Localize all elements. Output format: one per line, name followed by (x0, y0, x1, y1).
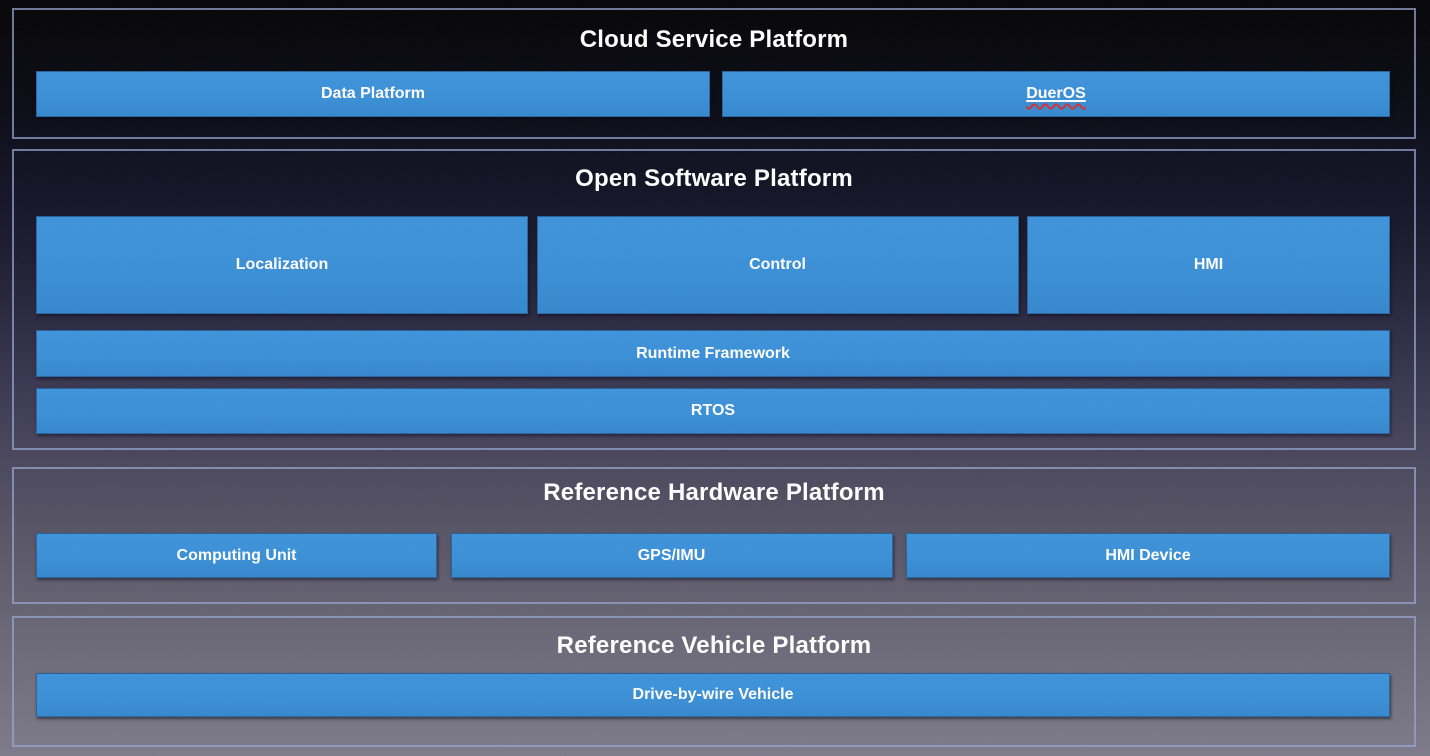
block-runtime-framework: Runtime Framework (36, 330, 1390, 377)
block-label-computing-unit: Computing Unit (176, 546, 297, 564)
block-label-data-platform: Data Platform (320, 85, 426, 102)
block-gps-imu: GPS/IMU (450, 533, 893, 578)
block-drive-by-wire-vehicle: Drive-by-wire Vehicle (36, 673, 1390, 717)
block-localization: Localization (36, 216, 528, 314)
block-hmi: HMI (1027, 216, 1390, 314)
block-label-dueros: DuerOS (1026, 85, 1086, 102)
block-hmi-device: HMI Device (906, 533, 1390, 578)
block-label-hmi: HMI (1193, 256, 1224, 273)
section-reference-hardware-platform: Reference Hardware Platform Computing Un… (12, 467, 1416, 604)
section-title-vehicle: Reference Vehicle Platform (556, 632, 872, 659)
hardware-blocks-row: Computing Unit GPS/IMU HMI Device (36, 533, 1390, 578)
cloud-blocks-row: Data Platform DuerOS (36, 71, 1390, 117)
dueros-underline: DuerOS (1026, 85, 1086, 103)
section-title-cloud: Cloud Service Platform (579, 26, 849, 53)
block-label-localization: Localization (235, 256, 329, 273)
vehicle-blocks-row: Drive-by-wire Vehicle (36, 673, 1390, 717)
rtos-row: RTOS (36, 388, 1390, 434)
software-blocks-row: Localization Control HMI (36, 216, 1390, 314)
block-label-control: Control (749, 256, 806, 273)
section-cloud-service-platform: Cloud Service Platform Data Platform Due… (12, 8, 1416, 139)
block-label-gps-imu: GPS/IMU (637, 546, 706, 564)
block-label-drive-by-wire-vehicle: Drive-by-wire Vehicle (632, 686, 794, 703)
block-computing-unit: Computing Unit (36, 533, 437, 578)
section-title-software: Open Software Platform (575, 165, 853, 192)
block-label-runtime-framework: Runtime Framework (636, 344, 790, 362)
section-reference-vehicle-platform: Reference Vehicle Platform Drive-by-wire… (12, 616, 1416, 747)
section-title-hardware: Reference Hardware Platform (543, 479, 885, 506)
block-label-rtos: RTOS (690, 402, 736, 419)
runtime-framework-row: Runtime Framework (36, 330, 1390, 377)
block-control: Control (536, 216, 1019, 314)
section-open-software-platform: Open Software Platform Localization Cont… (12, 149, 1416, 450)
block-rtos: RTOS (36, 388, 1390, 434)
block-data-platform: Data Platform (36, 71, 710, 117)
block-label-hmi-device: HMI Device (1105, 546, 1191, 564)
block-dueros: DuerOS (722, 71, 1390, 117)
